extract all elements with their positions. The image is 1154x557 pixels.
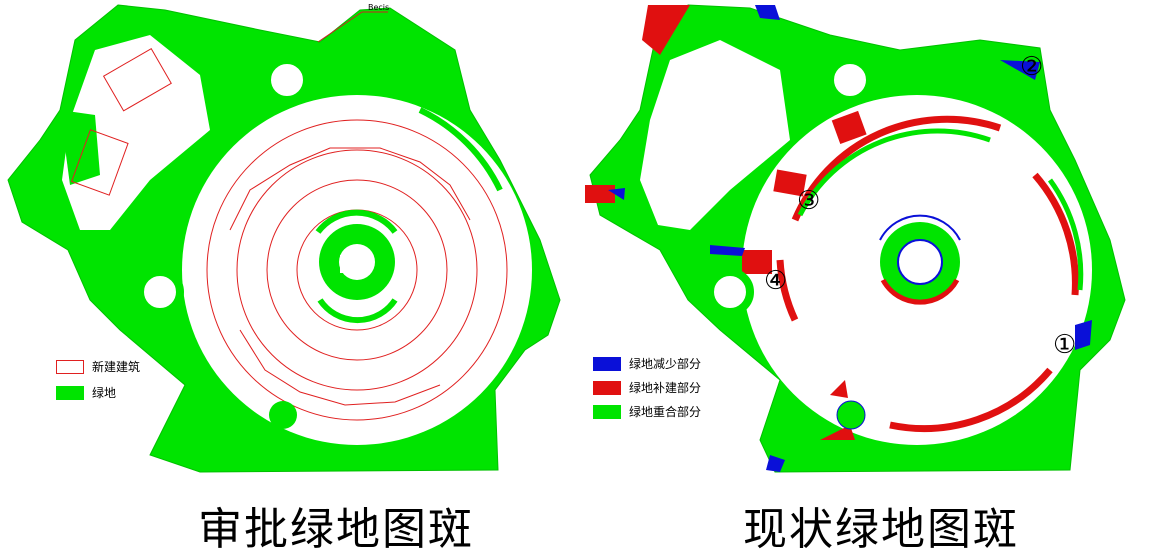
marker-2: ②	[1020, 52, 1044, 82]
approved-map-svg: Becis	[7, 3, 561, 473]
roundabout-north	[263, 56, 311, 104]
legend-item-overlap: 绿地重合部分	[593, 403, 701, 420]
legend-label-overlap: 绿地重合部分	[629, 405, 702, 419]
legend-item-added: 绿地补建部分	[593, 379, 701, 396]
roundabout-south	[269, 401, 297, 429]
roundabout-west	[136, 268, 184, 316]
greenspace-swatch	[56, 385, 84, 400]
marker-3: ③	[797, 186, 821, 216]
approved-greenspace-map: Becis	[0, 0, 580, 490]
caption-current: 现状绿地图斑	[743, 504, 1019, 555]
added-greenspace-arcs	[776, 115, 1079, 433]
legend-approved: 新建建筑 绿地	[56, 358, 196, 418]
added-swatch	[593, 380, 621, 395]
legend-item-new-building: 新建建筑	[56, 358, 140, 375]
reduced-patches	[608, 5, 1092, 472]
new-building-outlines	[70, 47, 508, 421]
legend-item-greenspace: 绿地	[56, 384, 116, 401]
added-patches	[585, 5, 867, 440]
legend-current: 绿地减少部分 绿地补建部分 绿地重合部分	[593, 355, 753, 435]
marker-1: ①	[1053, 330, 1077, 360]
current-center-motif	[879, 214, 961, 305]
legend-label-new-building: 新建建筑	[92, 360, 141, 374]
current-map-svg	[585, 4, 1126, 473]
legend-item-reduced: 绿地减少部分	[593, 355, 701, 372]
current-roundabout-south	[836, 400, 866, 430]
legend-label-greenspace: 绿地	[92, 386, 117, 400]
current-greenspace-map	[580, 0, 1154, 490]
west-building-block	[62, 35, 210, 230]
legend-label-added: 绿地补建部分	[629, 381, 702, 395]
overlap-swatch	[593, 404, 621, 419]
caption-approved: 审批绿地图斑	[198, 504, 474, 555]
current-roundabout-west	[706, 268, 754, 316]
top-leader-label: Becis	[368, 3, 389, 12]
new-building-swatch	[56, 359, 84, 374]
current-roundabout-north	[826, 56, 874, 104]
reduced-swatch	[593, 356, 621, 371]
marker-4: ④	[764, 266, 788, 296]
legend-label-reduced: 绿地减少部分	[629, 357, 702, 371]
